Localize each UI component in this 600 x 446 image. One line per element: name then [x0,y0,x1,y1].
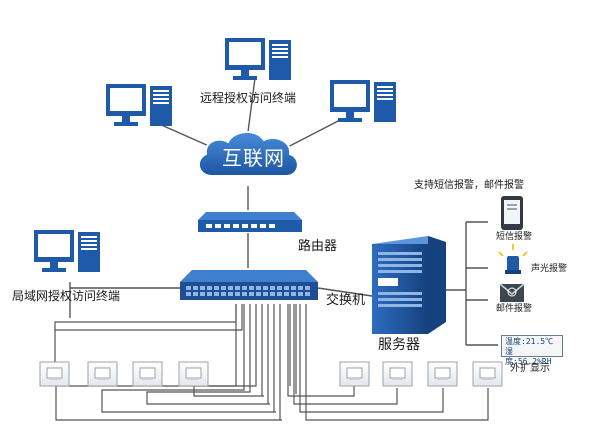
sensor-1 [39,361,70,387]
server-icon [372,236,446,334]
connection-lines [69,77,498,346]
siren-icon [498,244,528,274]
temperature-readout: 温度:21.5℃ [505,337,554,346]
remote-computer-left [106,84,172,126]
email-alarm-label: 邮件报警 [496,304,533,314]
sound-light-alarm-label: 声光报警 [531,264,568,274]
sensor-5 [339,361,370,387]
external-display-label: 外扩显示 [510,363,550,374]
remote-terminal-label: 远程授权访问终端 [200,91,297,105]
sensor-2 [87,361,118,387]
humidity-readout: 湿度:56.2%RH [505,347,552,366]
remote-computer-top [225,38,291,80]
internet-label: 互联网 [222,146,285,170]
alarm-support-label: 支持短信报警，邮件报警 [414,180,524,191]
lan-terminal-label: 局域网授权访问终端 [12,289,121,303]
switch-icon [180,270,318,300]
sms-alarm-label: 短信报警 [496,232,533,242]
switch-label: 交换机 [326,293,366,308]
sensor-4 [178,361,209,387]
router-icon [198,212,302,232]
lan-computer [34,230,100,272]
server-label: 服务器 [378,337,420,353]
router-label: 路由器 [298,239,338,254]
cloud-icon [197,131,299,177]
external-display-panel: 温度:21.5℃ 湿度:56.2%RH [501,335,563,366]
mobile-phone-icon [501,196,523,230]
sensor-6 [382,361,413,387]
email-icon [499,283,525,302]
sensor-3 [132,361,163,387]
sensor-8 [472,361,503,387]
remote-computer-right [330,80,396,122]
sensor-7 [427,361,458,387]
